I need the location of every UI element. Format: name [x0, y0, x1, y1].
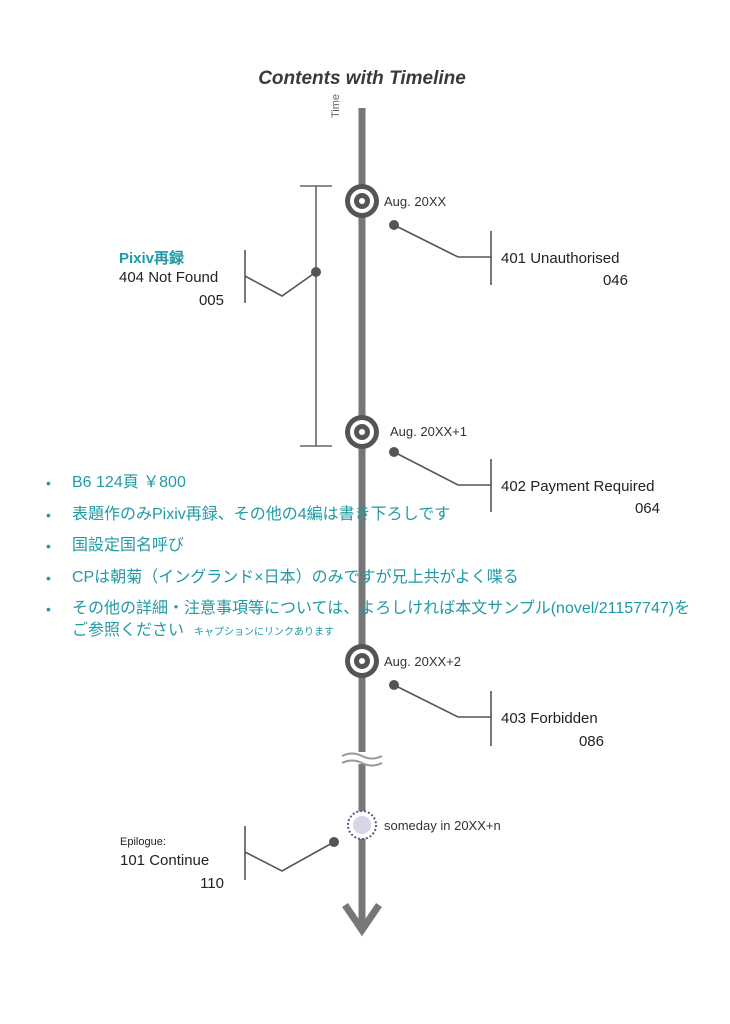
event-date-2: Aug. 20XX+1 — [390, 424, 467, 439]
bullet-dot-icon: • — [46, 569, 51, 586]
bullet-item: •CPは朝菊（イングランド×日本）のみですが兄上共がよく喋る — [44, 567, 690, 589]
chapter-401-page: 046 — [602, 272, 628, 289]
event-date-1: Aug. 20XX — [384, 194, 447, 209]
chapter-404-page: 005 — [198, 292, 224, 309]
event-date-3: Aug. 20XX+2 — [384, 654, 461, 669]
axis-break-mark — [341, 752, 383, 760]
event-marker-1 — [345, 184, 379, 218]
bullet-dot-icon: • — [46, 538, 51, 554]
epilogue-note: Epilogue: — [120, 836, 166, 848]
connector-401 — [389, 220, 492, 285]
event-marker-3 — [345, 644, 379, 678]
chapter-403-page: 086 — [578, 733, 604, 750]
connector-epilogue — [244, 826, 339, 880]
connector-404 — [244, 250, 321, 303]
chapter-404-note: Pixiv再録 — [119, 250, 185, 267]
event-marker-someday — [347, 810, 377, 840]
chapter-404-title: 404 Not Found — [119, 269, 219, 286]
event-marker-2 — [345, 415, 379, 449]
bullet-small-note: キャプションにリンクあります — [194, 627, 335, 638]
bullet-dot-icon: • — [46, 475, 51, 491]
chapter-403-title: 403 Forbidden — [501, 710, 598, 727]
bullet-dot-icon: • — [46, 506, 51, 523]
event-date-someday: someday in 20XX+n — [384, 818, 501, 833]
axis-label: Time — [330, 93, 342, 118]
info-bullets: •B6 124頁 ￥800 •表題作のみPixiv再録、その他の4編は書き下ろし… — [44, 472, 690, 654]
connector-403 — [389, 680, 492, 746]
bullet-item: •B6 124頁 ￥800 — [44, 472, 690, 494]
chapter-402-title: 402 Payment Required — [501, 478, 655, 495]
bullet-item-continued: ご参照くださいキャプションにリンクあります — [72, 622, 335, 639]
bullet-item: •表題作のみPixiv再録、その他の4編は書き下ろしです — [44, 504, 690, 526]
bullet-dot-icon: • — [46, 601, 51, 617]
epilogue-title: 101 Continue — [120, 852, 210, 869]
connector-402 — [389, 447, 492, 512]
chapter-401-title: 401 Unauthorised — [501, 250, 620, 267]
bullet-item: •国設定国名呼び — [44, 535, 690, 557]
chapter-402-page: 064 — [634, 500, 660, 517]
bullet-item: •その他の詳細・注意事項等については、よろしければ本文サンプル(novel/21… — [44, 598, 690, 620]
page-title: Contents with Timeline — [258, 68, 466, 89]
time-axis-arrowhead — [342, 903, 382, 937]
epilogue-page: 110 — [200, 875, 224, 892]
axis-break-mark — [341, 759, 383, 767]
